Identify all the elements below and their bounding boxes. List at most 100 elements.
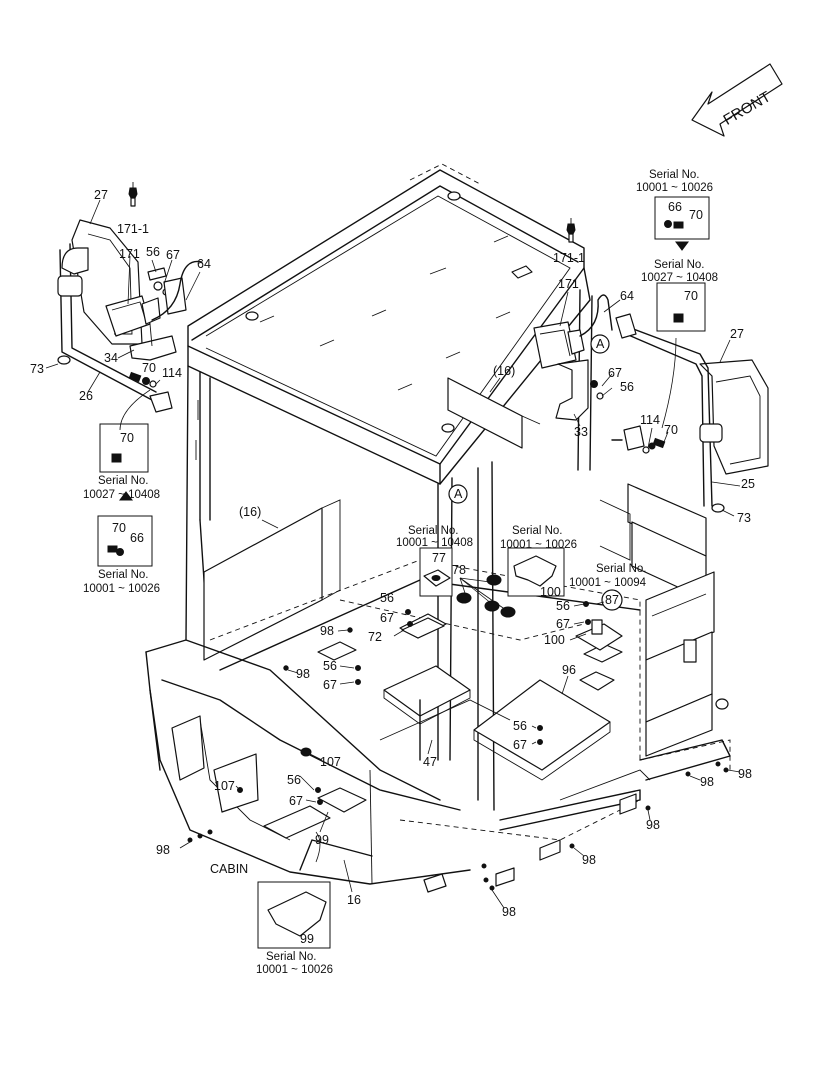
label-56-floor-left: 56 — [323, 659, 337, 673]
label-98-front-center: 98 — [502, 905, 516, 919]
label-171-left: 171 — [119, 247, 140, 261]
floor-plate-47 — [383, 665, 471, 717]
center-serial-label: Serial No. — [408, 525, 459, 537]
right-bulb-171-1 — [566, 218, 576, 243]
label-67-floor-right: 67 — [556, 617, 570, 631]
inset-top-70-label: 70 — [689, 208, 703, 222]
lamp-bracket-33 — [555, 359, 589, 421]
label-67-floor-left: 67 — [323, 678, 337, 692]
label-27-left: 27 — [94, 188, 108, 202]
inset-left-serial-range-2: 10001 ~ 10026 — [83, 583, 160, 595]
label-25: 25 — [741, 477, 755, 491]
inset-top-66-label: 66 — [668, 200, 682, 214]
label-98-floor-center: 98 — [320, 624, 334, 638]
label-16-front: 16 — [347, 893, 361, 907]
floor-components — [187, 334, 729, 891]
inset-top-serial-range-1: 10001 ~ 10026 — [636, 182, 713, 194]
inset-left-70-label: 70 — [120, 431, 134, 445]
label-98-front-right: 98 — [582, 853, 596, 867]
label-73-right: 73 — [737, 511, 751, 525]
inset-left-serial-range-1: 10027 ~ 10408 — [83, 489, 160, 501]
label-64-left: 64 — [197, 257, 211, 271]
right-serial-label: Serial No. — [596, 563, 647, 575]
label-100-floor: 100 — [544, 633, 565, 647]
label-98-front-left: 98 — [156, 843, 170, 857]
label-70-left: 70 — [142, 361, 156, 375]
label-114-right: 114 — [640, 413, 660, 427]
label-70-right: 70 — [664, 423, 678, 437]
inset-top-serial-label-2: Serial No. — [654, 259, 705, 271]
label-67-mat: 67 — [513, 738, 527, 752]
right-work-lamp-171 — [533, 321, 577, 369]
label-87: 87 — [605, 593, 619, 607]
inset-bottom-99-label: 99 — [300, 932, 314, 946]
cabin-frame — [145, 163, 731, 893]
floor-screws — [187, 601, 729, 891]
inset-top-serial-range-2: 10027 ~ 10408 — [641, 272, 718, 284]
callout-a-top: A — [596, 337, 605, 351]
label-171-1-left: 171-1 — [117, 222, 149, 236]
leader-lines — [45, 199, 741, 909]
label-16-left: (16) — [239, 505, 261, 519]
label-77: 77 — [432, 551, 446, 565]
label-16-rear: (16) — [493, 364, 515, 378]
label-100-box: 100 — [540, 585, 561, 599]
label-cabin: CABIN — [210, 862, 248, 876]
inset-top-serial-label-1: Serial No. — [649, 169, 700, 181]
inset-serial-boxes — [97, 196, 710, 949]
label-96: 96 — [562, 663, 576, 677]
label-107-center: 107 — [320, 755, 341, 769]
label-67-floor-center: 67 — [380, 611, 394, 625]
inset-left-70b-label: 70 — [112, 521, 126, 535]
inset-left-66-label: 66 — [130, 531, 144, 545]
label-56-front: 56 — [287, 773, 301, 787]
right-mirror-assembly — [533, 218, 769, 513]
center-right-serial-range: 10001 ~ 10026 — [500, 539, 577, 551]
right-mirror-27 — [699, 359, 769, 475]
floor-mat-96 — [473, 679, 611, 771]
label-56-floor-center: 56 — [380, 591, 394, 605]
label-27-right: 27 — [730, 327, 744, 341]
label-99-front: 99 — [315, 833, 329, 847]
label-73-left: 73 — [30, 362, 44, 376]
label-56-right: 56 — [620, 380, 634, 394]
label-33: 33 — [574, 425, 588, 439]
inset-top-70b-label: 70 — [684, 289, 698, 303]
inset-box-70-top — [656, 282, 706, 332]
label-34: 34 — [104, 351, 118, 365]
label-107-left: 107 — [214, 779, 235, 793]
label-26: 26 — [79, 389, 93, 403]
inset-bottom-serial-range: 10001 ~ 10026 — [256, 964, 333, 976]
floor-cover-99 — [317, 787, 367, 813]
label-64-right: 64 — [620, 289, 634, 303]
inset-left-serial-label-2: Serial No. — [98, 569, 149, 581]
part-labels: 27 171-1 171 56 67 64 34 73 70 114 26 70… — [30, 169, 755, 976]
lamp-bracket-34 — [129, 335, 177, 361]
rear-glass-panel — [447, 377, 523, 449]
inset-box-70-left — [99, 423, 149, 473]
front-direction-arrow: FRONT — [691, 63, 783, 137]
inset-left-serial-label-1: Serial No. — [98, 475, 149, 487]
inset-box-66-70-top — [654, 196, 710, 240]
label-56-left: 56 — [146, 245, 160, 259]
label-98-base: 98 — [646, 818, 660, 832]
label-67-right: 67 — [608, 366, 622, 380]
label-171-1-right: 171-1 — [553, 251, 585, 265]
right-serial-range: 10001 ~ 10094 — [569, 577, 647, 589]
label-78: 78 — [452, 563, 466, 577]
center-right-serial-label: Serial No. — [512, 525, 563, 537]
left-bulb-171-1 — [128, 182, 138, 207]
left-glass-panel — [203, 507, 323, 661]
label-56-mat: 56 — [513, 719, 527, 733]
roof-hidden-lines — [259, 163, 533, 391]
left-mirror-assembly — [57, 182, 203, 413]
label-67-front: 67 — [289, 794, 303, 808]
callout-a-center: A — [454, 487, 463, 501]
label-98-right-b: 98 — [738, 767, 752, 781]
label-67-left: 67 — [166, 248, 180, 262]
label-72: 72 — [368, 630, 382, 644]
inset-bottom-serial-label: Serial No. — [266, 951, 317, 963]
center-serial-range: 10001 ~ 10408 — [396, 537, 473, 549]
label-47: 47 — [423, 755, 437, 769]
